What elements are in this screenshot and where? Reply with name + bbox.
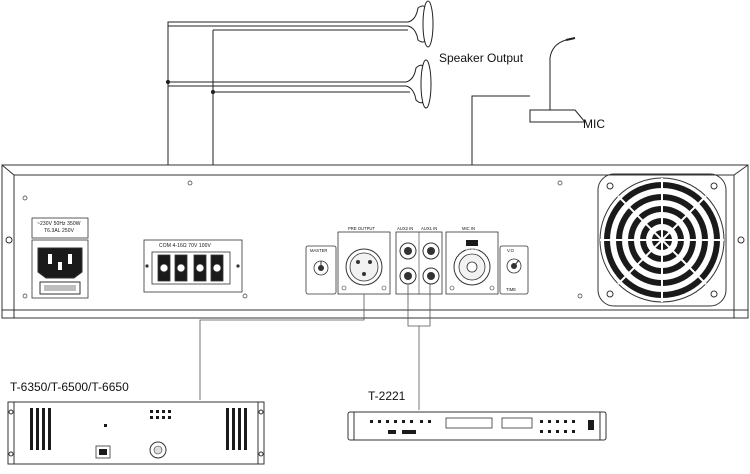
mic-in-jack	[445, 231, 499, 295]
mic-in-label: MIC IN	[462, 226, 476, 231]
mic-label: MIC	[583, 117, 605, 131]
vo-time-knob	[499, 245, 529, 295]
speaker-wires	[165, 22, 410, 248]
vo-label: V.O	[507, 248, 514, 253]
device-cables	[199, 284, 431, 410]
aux1-label: AUX1 IN	[421, 226, 438, 231]
terminal-labels: COM 4-16Ω 70V 100V	[159, 243, 211, 249]
aux-rca-inputs	[395, 231, 443, 295]
power-rating-line1: ~230V 50Hz 350W	[37, 221, 81, 227]
power-rating-line2: T6.3AL 250V	[44, 228, 75, 234]
pre-output-label: PRE OUTPUT	[348, 226, 375, 231]
push-label: PUSH	[466, 247, 478, 252]
speaker-output-label: Speaker Output	[439, 51, 524, 65]
speaker-terminal-block	[143, 239, 243, 293]
aux2-label: AUX2 IN	[397, 226, 414, 231]
power-inlet	[31, 217, 89, 299]
master-label: MASTER	[310, 248, 328, 253]
time-label: TIME	[506, 287, 517, 292]
media-player	[347, 411, 607, 441]
power-amplifier	[7, 401, 265, 465]
speaker-top-icon	[167, 0, 434, 48]
speaker-bottom-icon	[167, 59, 432, 109]
amplifier-model-label: T-6350/T-6500/T-6650	[10, 380, 129, 394]
fan-grille-icon	[597, 173, 727, 307]
master-knob	[305, 245, 337, 295]
pre-output-xlr	[337, 231, 391, 295]
player-model-label: T-2221	[368, 389, 406, 403]
microphone-icon	[529, 37, 587, 123]
